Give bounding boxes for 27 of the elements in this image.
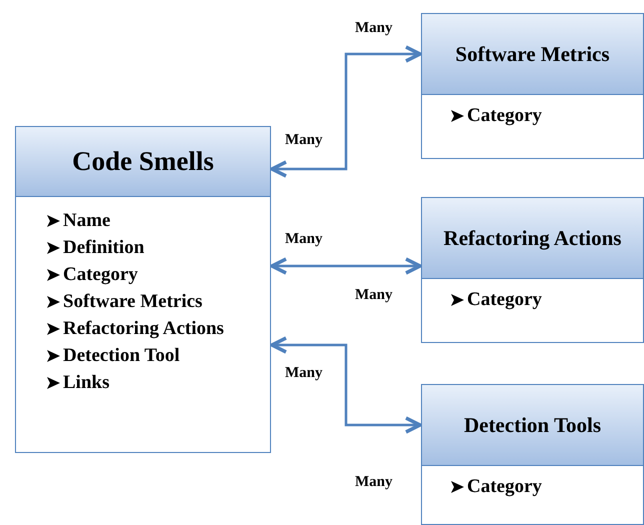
multiplicity-label: Many — [355, 20, 392, 37]
entity-table — [421, 13, 644, 159]
multiplicity-label: Many — [285, 365, 322, 382]
table-header: Code Smells — [15, 126, 271, 197]
arrow — [270, 336, 422, 434]
attribute-item: Category — [63, 264, 138, 286]
arrow — [270, 257, 422, 275]
attribute-item: Refactoring Actions — [63, 318, 224, 340]
multiplicity-label: Many — [285, 132, 322, 149]
multiplicity-label: Many — [355, 287, 392, 304]
table-header: Refactoring Actions — [421, 197, 644, 279]
attribute-item: Definition — [63, 237, 144, 259]
table-header: Software Metrics — [421, 13, 644, 95]
attribute-item: Category — [467, 476, 542, 498]
attribute-item: Name — [63, 210, 110, 232]
attribute-item: Links — [63, 372, 110, 394]
attribute-item: Category — [467, 289, 542, 311]
attribute-item: Detection Tool — [63, 345, 180, 367]
attribute-item: Category — [467, 105, 542, 127]
entity-table — [421, 197, 644, 343]
attribute-item: Software Metrics — [63, 291, 202, 313]
entity-table — [15, 126, 271, 453]
table-header: Detection Tools — [421, 384, 644, 466]
multiplicity-label: Many — [355, 474, 392, 491]
arrow — [270, 45, 422, 178]
multiplicity-label: Many — [285, 231, 322, 248]
entity-table — [421, 384, 644, 525]
